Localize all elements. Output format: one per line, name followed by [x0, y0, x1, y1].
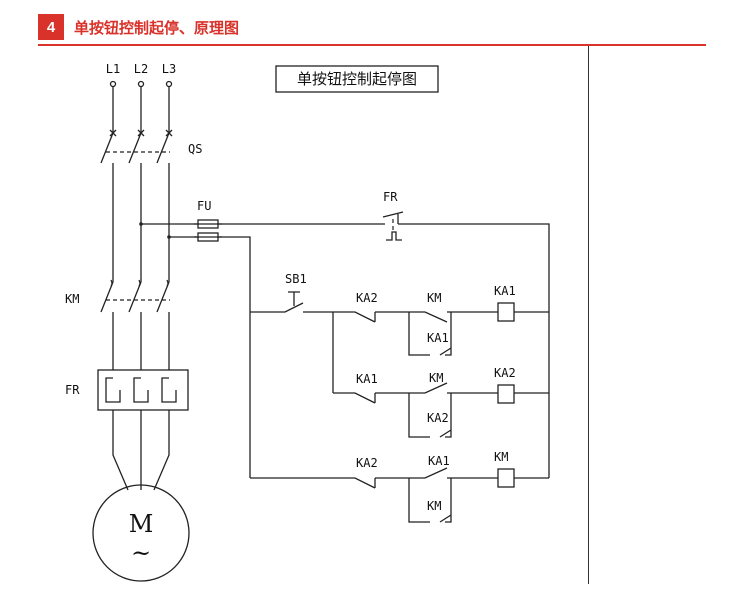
fr-thermal-relay: [97, 369, 189, 411]
power-lines: [100, 87, 170, 491]
diagram-title: 单按钮控制起停图: [297, 70, 417, 88]
coil-ka1: [497, 302, 515, 322]
r3-coil-label: KM: [494, 450, 508, 464]
sb1-pushbutton: [250, 291, 333, 313]
fr-main-label: FR: [65, 383, 80, 397]
phase-label-l2: L2: [134, 62, 148, 76]
qs-label: QS: [188, 142, 202, 156]
diagram-title-box: [275, 65, 439, 93]
r3-contact1-label: KA2: [356, 456, 378, 470]
section-title: 单按钮控制起停、原理图: [74, 18, 240, 37]
control-line-left: [218, 236, 251, 478]
motor-ac-symbol: ~: [131, 539, 151, 567]
r2-coil-label: KA2: [494, 366, 516, 380]
km-main-contact-marks: [110, 279, 169, 287]
rung-3-wiring: [250, 467, 549, 523]
header-rule: [38, 44, 706, 46]
vertical-divider: [588, 46, 589, 584]
qs-contact-marks: [109, 129, 173, 137]
control-line-top: [218, 223, 550, 478]
rung-2-wiring: [333, 382, 549, 438]
r2-contact2-label: KM: [429, 371, 443, 385]
r1-contact1-label: KA2: [356, 291, 378, 305]
r2-contact2b-label: KA2: [427, 411, 449, 425]
section-number-badge: 4: [38, 14, 64, 40]
r2-contact1-label: KA1: [356, 372, 378, 386]
sb1-label: SB1: [285, 272, 307, 286]
supply-terminals: [109, 80, 173, 88]
motor: [92, 484, 190, 582]
r1-coil-label: KA1: [494, 284, 516, 298]
rung-1-wiring: [332, 311, 549, 393]
coil-km: [497, 468, 515, 488]
fu-label: FU: [197, 199, 211, 213]
km-main-label: KM: [65, 292, 79, 306]
phase-label-l1: L1: [106, 62, 120, 76]
r3-contact2b-label: KM: [427, 499, 441, 513]
phase-label-l3: L3: [162, 62, 176, 76]
fr-control-contact: [382, 211, 404, 241]
fr-heater-elements: [105, 377, 177, 403]
fr-control-label: FR: [383, 190, 398, 204]
section-header: 4 单按钮控制起停、原理图: [38, 14, 239, 40]
motor-label: M: [129, 510, 154, 538]
r3-contact2-label: KA1: [428, 454, 450, 468]
control-taps: [139, 222, 198, 239]
r1-contact2b-label: KA1: [427, 331, 449, 345]
coil-ka2: [497, 384, 515, 404]
fu-fuses: [194, 219, 222, 242]
r1-contact2-label: KM: [427, 291, 441, 305]
